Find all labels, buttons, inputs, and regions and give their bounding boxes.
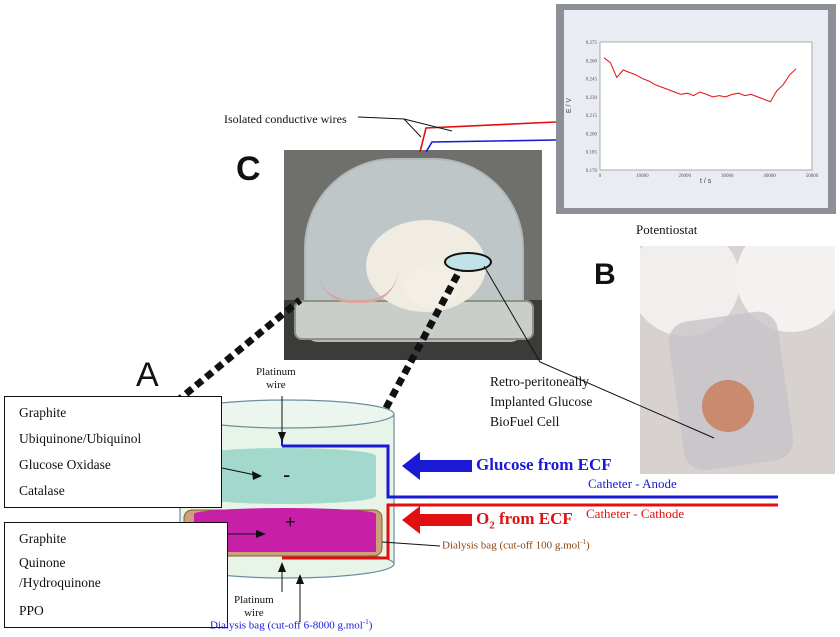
dialysis-large-end: ): [368, 619, 373, 632]
wire-blue-to-monitor: [425, 139, 557, 153]
dialysis-small-leader: [381, 541, 441, 547]
implant-photo: [640, 246, 835, 474]
o2-label-rest: from ECF: [494, 509, 573, 528]
rat-tail: [318, 270, 398, 303]
monitor-x-tick: 50000: [806, 174, 819, 179]
monitor-y-tick: 0.275: [586, 41, 598, 46]
o2-arrow: [402, 506, 472, 534]
leader-bottom-arrowhead: [256, 530, 266, 538]
implant-leader-line: [483, 265, 715, 439]
platinum-top-line-2: wire: [266, 379, 286, 391]
implant-electrode: [702, 380, 754, 432]
monitor-x-tick: 10000: [636, 174, 649, 179]
cathode-item-4: PPO: [19, 603, 44, 618]
dialysis-small-sup: -1: [580, 538, 587, 546]
monitor-x-tick: 0: [599, 174, 602, 179]
dialysis-large-sup: -1: [362, 618, 369, 626]
platinum-bottom-line-2: wire: [244, 607, 264, 619]
cage-base: [294, 300, 534, 340]
monitor-y-tick: 0.245: [586, 78, 598, 83]
anode-item-1: Graphite: [19, 405, 67, 420]
monitor-x-tick: 30000: [721, 174, 734, 179]
rat-cage-photo: [284, 150, 542, 360]
platinum-wire-bottom-label: Platinum wire: [234, 594, 274, 620]
monitor-x-tick: 40000: [763, 174, 776, 179]
monitor-y-tick: 0.200: [586, 132, 598, 137]
monitor-y-tick: 0.215: [586, 114, 598, 119]
panel-label-c: C: [236, 150, 261, 188]
potentiostat-monitor-photo: 0.275 0.260 0.245 0.230 0.215 0.200 0.185 0.170…: [556, 4, 836, 214]
wires-leader-line: [357, 116, 405, 120]
zoom-line-right: [382, 268, 464, 410]
dialysis-large-label: Dialysis bag (cut-off 6-8000 g.mol-1): [210, 618, 372, 632]
catheter-anode-label: Catheter - Anode: [588, 476, 677, 491]
leader-top-arrowhead: [252, 471, 262, 480]
catheter-anode-line: [282, 444, 778, 499]
panel-label-a: A: [136, 356, 159, 394]
cathode-item-1: Graphite: [19, 531, 67, 546]
implanted-line-2: Implanted Glucose: [490, 394, 593, 409]
monitor-y-tick: 0.230: [586, 96, 598, 101]
cathode-item-2: Quinone: [19, 555, 66, 570]
cathode-item-3: /Hydroquinone: [19, 575, 101, 590]
anode-item-4: Catalase: [19, 483, 65, 498]
implant-site-marker: [444, 252, 492, 272]
catheter-cathode-line: [282, 503, 778, 560]
implanted-label: Retro-peritoneally Implanted Glucose Bio…: [490, 372, 592, 432]
platinum-top-arrowhead: [278, 432, 286, 442]
dialysis-small-text: Dialysis bag (cut-off 100 g.mol: [442, 539, 581, 552]
monitor-y-tick: 0.170: [586, 169, 598, 174]
anode-composition-box: Graphite Ubiquinone/Ubiquinol Glucose Ox…: [4, 396, 222, 508]
dialysis-small-label: Dialysis bag (cut-off 100 g.mol-1): [442, 538, 590, 552]
wires-leader-b: [403, 118, 453, 132]
cathode-layer-top: [194, 508, 376, 520]
o2-label-o: O: [476, 509, 490, 528]
anode-layer-top: [194, 448, 376, 464]
plot-area: [599, 41, 813, 171]
monitor-x-label: t / s: [700, 178, 712, 185]
o2-label: O2 from ECF: [476, 509, 573, 531]
zoom-line-left: [173, 297, 303, 405]
platinum-wire-top-label: Platinum wire: [256, 366, 296, 392]
platinum-bottom-line-1: Platinum: [234, 594, 274, 606]
implanted-line-1: Retro-peritoneally: [490, 374, 589, 389]
anode-sign: -: [283, 462, 291, 487]
potentiostat-label: Potentiostat: [636, 222, 698, 237]
wires-leader-a: [403, 118, 422, 138]
rat-head: [404, 264, 460, 308]
platinum-top-line-1: Platinum: [256, 366, 296, 378]
glucose-label: Glucose from ECF: [476, 455, 612, 474]
monitor-y-tick: 0.185: [586, 151, 598, 156]
monitor-x-tick: 20000: [679, 174, 692, 179]
wire-red-to-monitor: [419, 121, 557, 153]
dialysis-small-end: ): [586, 539, 590, 552]
cathode-composition-box: Graphite Quinone /Hydroquinone PPO: [4, 522, 228, 628]
panel-label-b: B: [594, 258, 616, 291]
dialysis-large-arrowhead: [296, 574, 304, 584]
anode-item-2: Ubiquinone/Ubiquinol: [19, 431, 142, 446]
anode-item-3: Glucose Oxidase: [19, 457, 111, 472]
wires-label: Isolated conductive wires: [224, 112, 347, 126]
monitor-plot: 0.275 0.260 0.245 0.230 0.215 0.200 0.185 0.170…: [586, 41, 819, 179]
glucose-arrow: [402, 452, 472, 480]
anode-layer-bottom: [194, 488, 376, 504]
potential-trace: [603, 57, 797, 103]
catheter-cathode-label: Catheter - Cathode: [586, 506, 685, 521]
o2-label-sub: 2: [489, 519, 495, 532]
implanted-line-3: BioFuel Cell: [490, 414, 560, 429]
cathode-sign: +: [285, 512, 296, 532]
platinum-bottom-arrowhead: [278, 562, 286, 572]
monitor-y-tick: 0.260: [586, 59, 598, 64]
dialysis-large-text: Dialysis bag (cut-off 6-8000 g.mol: [210, 619, 363, 632]
